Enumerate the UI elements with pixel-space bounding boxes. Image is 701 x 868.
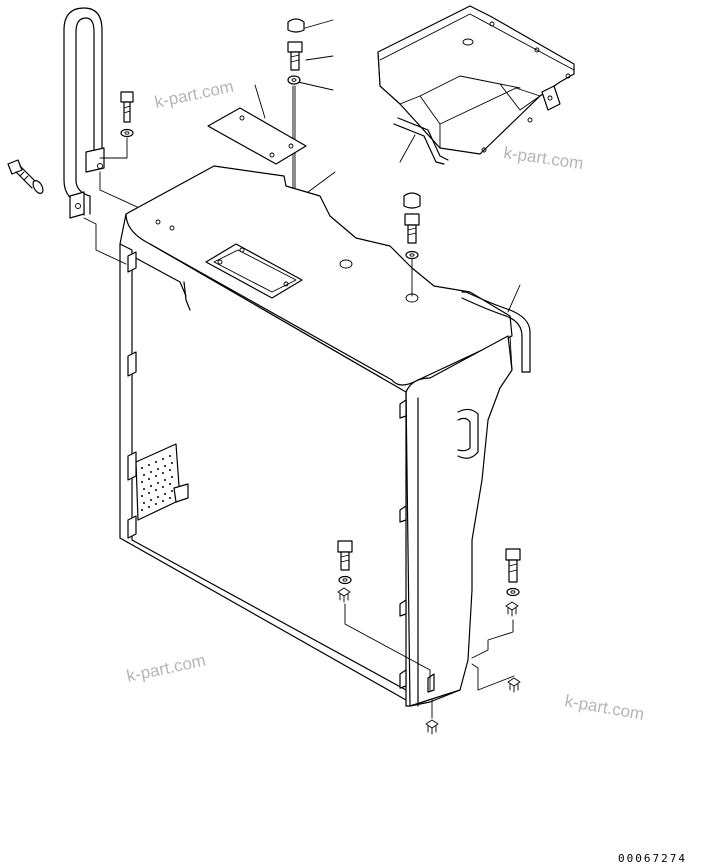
mesh-hole [169,497,171,499]
mesh-plate [135,443,189,521]
watermark-3: k-part.com [125,651,207,686]
watermark-1: k-part.com [153,77,235,112]
side-bolt [7,159,44,194]
mesh-hole [155,475,157,477]
top-bolt [287,41,303,71]
mesh-hole [143,502,145,504]
mesh-hole [141,481,143,483]
mesh-hole [162,500,164,502]
mesh-hole [150,485,152,487]
mesh-hole [169,469,171,471]
mesh-hole [141,495,143,497]
mesh-hole [150,499,152,501]
drawing-code: 00067274 [618,852,687,865]
rail-bolt [120,91,134,138]
mesh-hole [171,476,173,478]
hose-clip [393,117,449,165]
watermark-4: k-part.com [563,691,645,724]
guard-frame [119,165,513,707]
side-hose [461,291,531,373]
bolt-2 [404,213,420,297]
handrail [63,7,105,219]
top-washer [287,75,301,85]
mesh-hole [164,465,166,467]
edge-clips [399,399,435,693]
bottom-nut-right [471,663,521,693]
bracket-assembly [377,5,575,155]
mesh-hole [148,506,150,508]
left-clips [127,251,137,539]
mesh-hole [148,478,150,480]
mesh-hole [171,490,173,492]
mesh-hole [164,479,166,481]
mesh-hole [162,472,164,474]
leader-lines [83,19,521,313]
mesh-hole [155,503,157,505]
mesh-hole [157,496,159,498]
mesh-hole [143,488,145,490]
mesh-hole [169,455,171,457]
lower-bolt-left [337,540,431,691]
lower-bolt-right [471,548,521,659]
cover-plate [207,107,307,165]
cap-2 [403,192,421,209]
mesh-hole [162,486,164,488]
mesh-hole [164,493,166,495]
mesh-hole [148,464,150,466]
mesh-hole [143,474,145,476]
mesh-hole [148,492,150,494]
watermark-2: k-part.com [502,143,584,173]
mesh-hole [171,462,173,464]
mesh-hole [150,471,152,473]
mesh-hole [155,461,157,463]
bottom-nut-center [425,699,439,735]
mesh-hole [162,458,164,460]
cap [287,18,305,33]
mesh-hole [169,483,171,485]
mesh-hole [157,482,159,484]
mesh-hole [141,509,143,511]
mesh-hole [155,489,157,491]
mesh-hole [157,468,159,470]
mesh-hole [141,467,143,469]
